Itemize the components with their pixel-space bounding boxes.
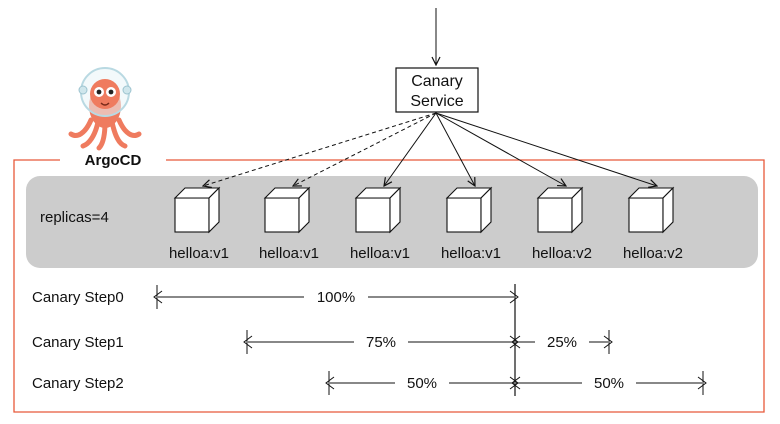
pod-label: helloa:v2 xyxy=(532,245,592,262)
cube-side-face xyxy=(389,186,401,234)
pod-node: helloa:v1 xyxy=(350,186,410,262)
dashed-link xyxy=(293,112,437,186)
solid-link xyxy=(435,112,657,186)
solid-link xyxy=(384,112,437,186)
cube-icon xyxy=(264,197,300,233)
segment-percentage: 50% xyxy=(407,375,437,392)
solid-link xyxy=(435,112,475,186)
service-label-line2: Service xyxy=(410,93,463,110)
canary-step-label: Canary Step1 xyxy=(32,334,124,351)
cube-icon xyxy=(537,197,573,233)
pod-label: helloa:v1 xyxy=(441,245,501,262)
pod-label: helloa:v1 xyxy=(169,245,229,262)
argocd-frame xyxy=(13,159,765,413)
pod-node: helloa:v2 xyxy=(532,186,592,262)
pod-label: helloa:v2 xyxy=(623,245,683,262)
canary-step-row: Canary Step2 50% 50% xyxy=(32,371,707,395)
cube-side-face xyxy=(571,186,583,234)
replicas-label: replicas=4 xyxy=(40,209,109,226)
canary-step-label: Canary Step2 xyxy=(32,375,124,392)
pod-node: helloa:v1 xyxy=(441,186,501,262)
cube-icon xyxy=(628,197,664,233)
segment-percentage: 75% xyxy=(366,334,396,351)
cube-side-face xyxy=(662,186,674,234)
canary-step-row: Canary Step0 100% xyxy=(32,285,519,309)
pod-node: helloa:v1 xyxy=(169,186,229,262)
cube-icon xyxy=(174,197,210,233)
segment-percentage: 50% xyxy=(594,375,624,392)
solid-link xyxy=(435,112,566,186)
cube-side-face xyxy=(208,186,220,234)
pod-node: helloa:v1 xyxy=(259,186,319,262)
segment-percentage: 25% xyxy=(547,334,577,351)
cube-side-face xyxy=(298,186,310,234)
pod-label: helloa:v1 xyxy=(259,245,319,262)
segment-percentage: 100% xyxy=(317,289,355,306)
canary-service-node: Canary Service xyxy=(395,67,479,113)
service-links xyxy=(203,112,657,186)
canary-step-label: Canary Step0 xyxy=(32,289,124,306)
canary-step-row: Canary Step1 75% 25% xyxy=(32,330,613,354)
dashed-link xyxy=(203,112,437,186)
pod-label: helloa:v1 xyxy=(350,245,410,262)
cube-side-face xyxy=(480,186,492,234)
argocd-label: ArgoCD xyxy=(85,152,142,169)
pod-list: helloa:v1 helloa:v1 helloa:v1 helloa:v1 hell… xyxy=(169,186,683,262)
service-label-line1: Canary xyxy=(411,73,463,90)
octopus-mascot-icon xyxy=(68,67,142,151)
cube-icon xyxy=(355,197,391,233)
pod-node: helloa:v2 xyxy=(623,186,683,262)
cube-icon xyxy=(446,197,482,233)
